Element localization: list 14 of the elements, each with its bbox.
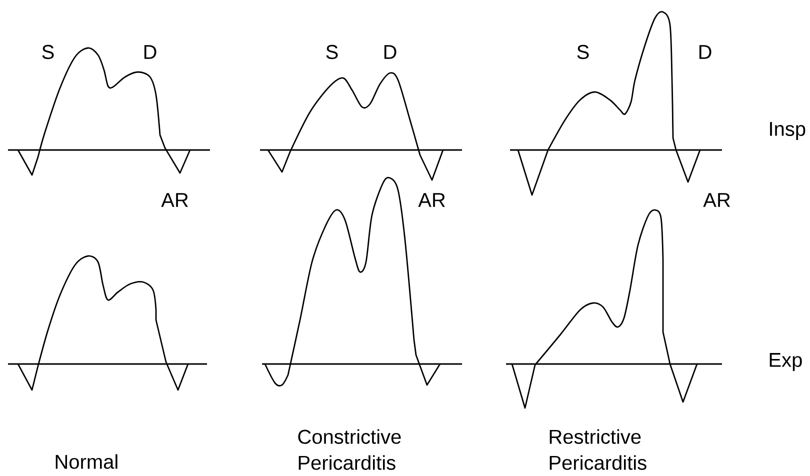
- waveform-label: AR: [418, 193, 445, 207]
- waveform-label: AR: [161, 193, 188, 207]
- waveform-label: D: [144, 45, 156, 59]
- column-label: Constrictive Pericarditis: [298, 429, 401, 470]
- column-label: Normal: [56, 454, 118, 469]
- waveform-label: D: [699, 45, 712, 59]
- waveform-label: S: [326, 44, 338, 60]
- waveform-label: AR: [703, 193, 730, 207]
- waveform-label: D: [384, 45, 396, 59]
- waveform-label: S: [42, 44, 54, 60]
- waveform-label: S: [577, 44, 589, 60]
- phase-label: Insp: [770, 122, 806, 140]
- phase-label: Exp: [770, 353, 802, 371]
- column-label: Restrictive Pericarditis: [550, 429, 646, 470]
